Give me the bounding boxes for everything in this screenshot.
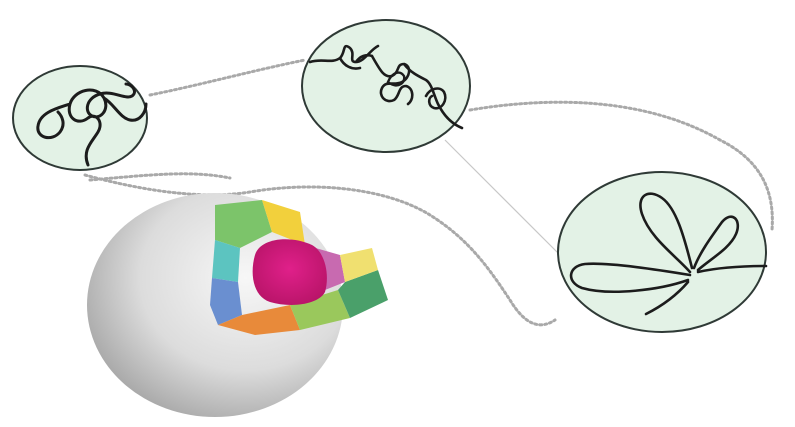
nucleus-core [253,239,327,305]
panel-chromatin-fiber [13,66,147,170]
panel-chromatin-rosette [302,20,470,152]
cell [87,193,388,417]
nucleus-territories [210,200,388,335]
panel-looped-domains [558,172,766,332]
connector-upper-wave [90,174,230,180]
panel-circle-loops [558,172,766,332]
panel-circle-rosette [302,20,470,152]
connector-small-to-rosette [150,60,305,95]
